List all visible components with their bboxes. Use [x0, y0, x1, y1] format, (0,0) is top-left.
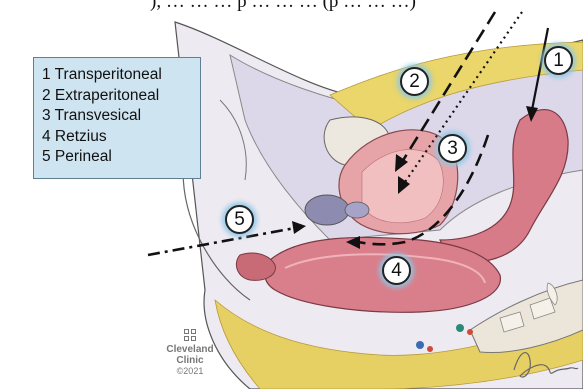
- vessel: [456, 324, 464, 332]
- prostate: [305, 195, 349, 225]
- marker-2: 2: [400, 67, 429, 96]
- marker-5: 5: [225, 205, 254, 234]
- logo-year: ©2021: [165, 366, 215, 376]
- logo-name-line2: Clinic: [165, 355, 215, 366]
- artist-signature: [510, 340, 580, 385]
- vessel: [427, 346, 433, 352]
- approach-legend: 1 Transperitoneal 2 Extraperitoneal 3 Tr…: [33, 57, 201, 179]
- logo-name-line1: Cleveland: [165, 344, 215, 355]
- legend-item-perineal: 5 Perineal: [42, 147, 200, 168]
- legend-item-retzius: 4 Retzius: [42, 127, 200, 148]
- marker-3: 3: [438, 134, 467, 163]
- legend-item-transperitoneal: 1 Transperitoneal: [42, 65, 200, 86]
- cleveland-clinic-logo: Cleveland Clinic ©2021: [165, 329, 215, 376]
- logo-icon: [184, 329, 197, 342]
- legend-item-transvesical: 3 Transvesical: [42, 106, 200, 127]
- seminal-vesicle: [345, 202, 369, 218]
- marker-4: 4: [382, 256, 411, 285]
- marker-1: 1: [544, 46, 573, 75]
- cropped-header-text: ), … … … p … … … (p … … …): [150, 0, 416, 13]
- vessel: [467, 329, 473, 335]
- legend-item-extraperitoneal: 2 Extraperitoneal: [42, 86, 200, 107]
- vessel: [416, 341, 424, 349]
